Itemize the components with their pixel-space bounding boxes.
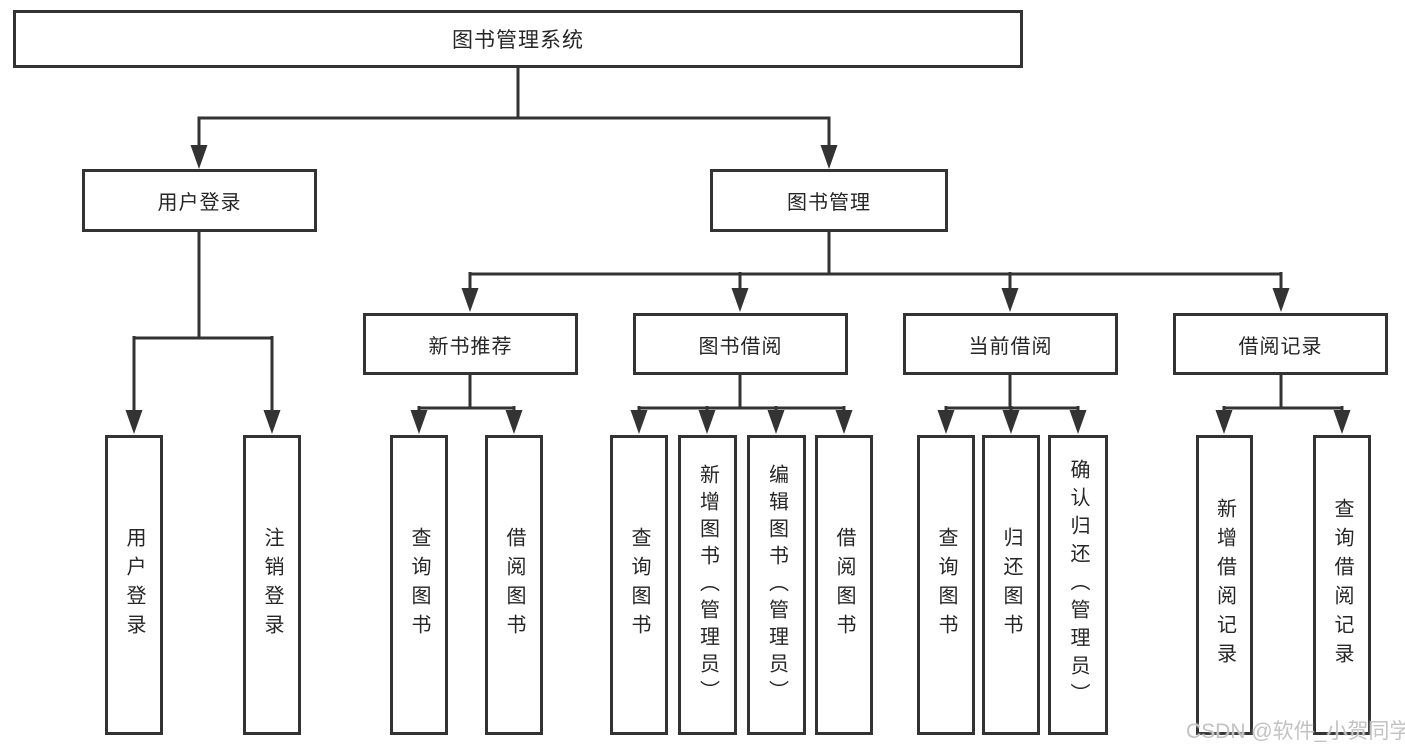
node-edit-books-admin: 编辑图书（管理员） [747,435,806,735]
node-borrowing-records: 借阅记录 [1173,313,1388,375]
node-query-books-current: 查询图书 [917,435,975,735]
node-user-login: 用户登录 [82,169,317,232]
node-return-books: 归还图书 [982,435,1040,735]
node-query-books-recommend: 查询图书 [390,435,448,735]
arrowheads [125,145,1351,434]
node-library-management-system: 图书管理系统 [13,10,1023,68]
csdn-watermark: CSDN @软件_小贺同学 [1186,720,1405,743]
node-confirm-return-admin: 确认归还（管理员） [1048,435,1108,735]
node-new-book-recommend: 新书推荐 [363,313,578,375]
node-book-borrowing: 图书借阅 [633,313,848,375]
node-logout: 注销登录 [243,435,301,735]
node-add-borrow-record: 新增借阅记录 [1196,435,1253,735]
node-borrow-books-recommend: 借阅图书 [485,435,543,735]
node-borrow-books-leaf: 借阅图书 [815,435,873,735]
node-query-books-borrowing: 查询图书 [610,435,668,735]
node-user-login-leaf: 用户登录 [105,435,163,735]
node-query-borrow-record: 查询借阅记录 [1313,435,1371,735]
node-current-borrowing: 当前借阅 [903,313,1118,375]
node-book-management: 图书管理 [710,169,948,232]
node-add-books-admin: 新增图书（管理员） [678,435,737,735]
